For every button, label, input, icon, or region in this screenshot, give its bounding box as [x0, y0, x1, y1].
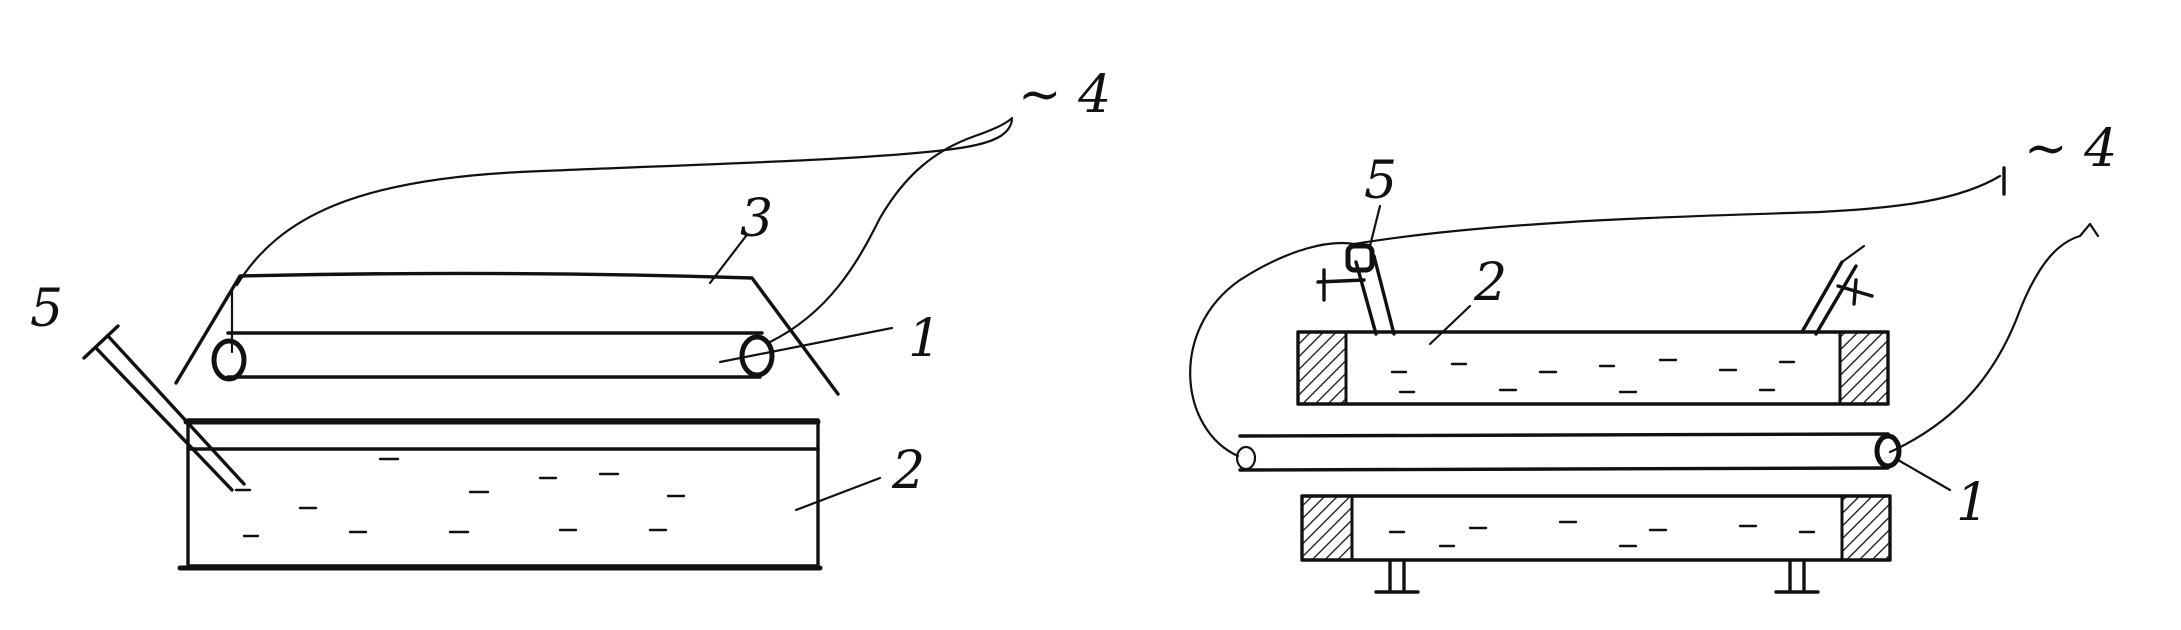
- tube-right-left-end: [1235, 445, 1257, 471]
- jacket-lower: [1300, 494, 1892, 562]
- power-wire-right-upper: [1189, 174, 2002, 458]
- label-4-left: ~ 4: [1018, 65, 1111, 125]
- jacket-upper-right-hatch: [1838, 330, 1890, 406]
- figure-right: 5 2 1 ~ 4: [1189, 119, 2117, 594]
- nozzle-left-stroke-b: [94, 346, 234, 492]
- tube-right-end: [739, 334, 775, 378]
- power-wire-lower: [768, 116, 1014, 344]
- liquid-dashes-right: [1388, 358, 1816, 548]
- leader-2-left: [794, 476, 882, 512]
- jacket-lower-left-hatch: [1300, 494, 1354, 562]
- power-wire-right-lower: [1888, 222, 2100, 454]
- tube-right-right-end: [1874, 433, 1902, 469]
- leader-5-right: [1368, 204, 1382, 248]
- liquid-vessel: [186, 418, 820, 568]
- leader-1-left: [718, 326, 894, 364]
- tube-right-bottom-edge: [1238, 466, 1890, 472]
- leader-1-right: [1896, 458, 1952, 492]
- jacket-lower-right-hatch: [1840, 494, 1892, 562]
- reflector-cover: [174, 271, 840, 396]
- jacket-upper: [1296, 330, 1890, 406]
- liquid-dashes-left: [234, 457, 686, 538]
- nozzle-left-tip: [82, 324, 120, 360]
- figure-left: 3 1 2 ~ 4 5: [30, 65, 1111, 571]
- nozzle-right-right: [1800, 244, 1874, 336]
- label-2-left: 2: [891, 441, 925, 501]
- label-1-right: 1: [1956, 473, 1989, 533]
- label-5-right: 5: [1364, 151, 1397, 211]
- nozzle-left-stroke-a: [106, 334, 246, 486]
- label-5-left: 5: [30, 279, 63, 339]
- label-4-right: ~ 4: [2024, 119, 2117, 179]
- label-3-left: 3: [740, 189, 773, 249]
- tube-left-end: [211, 338, 247, 382]
- tube-right-top-edge: [1238, 432, 1890, 438]
- leader-2-right: [1428, 304, 1472, 346]
- jacket-upper-left-hatch: [1296, 330, 1348, 406]
- leader-3-left: [708, 234, 748, 285]
- label-2-right: 2: [1473, 253, 1507, 313]
- power-wire-upper: [235, 118, 1014, 287]
- label-1-left: 1: [908, 309, 941, 369]
- support-feet: [1374, 558, 1820, 594]
- nozzle-right-left: [1316, 243, 1396, 336]
